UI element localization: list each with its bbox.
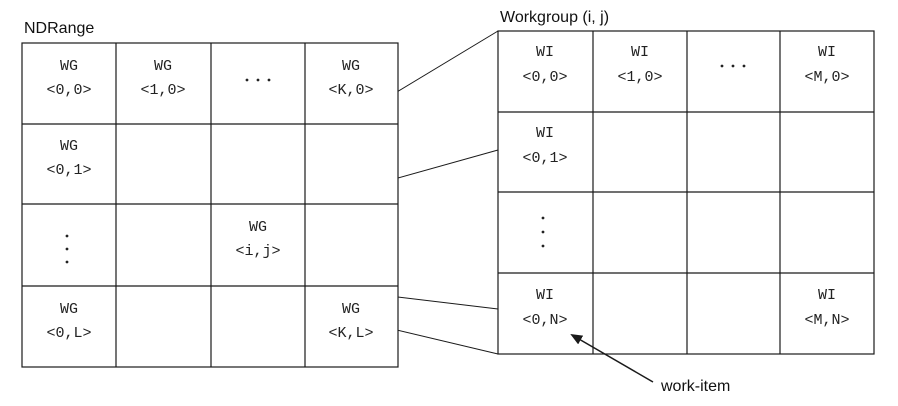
wi-cell-label: WI	[536, 287, 554, 304]
wg-cell-label: WG	[60, 58, 78, 75]
wg-cell-index: <0,1>	[46, 162, 91, 179]
wg-cell-k-0: WG <K,0>	[328, 58, 373, 99]
wi-cell-1-0: WI <1,0>	[617, 44, 662, 86]
wg-cell-0-0: WG <0,0>	[46, 58, 91, 99]
wg-cell-label: WG	[342, 301, 360, 318]
workgroup-col0-ellipsis	[541, 216, 545, 248]
wi-cell-0-n: WI <0,N>	[522, 287, 567, 329]
ndrange-grid: NDRange WG <0,0> WG <1,0> WG <K,0>	[21, 20, 399, 368]
wg-cell-label: WG	[60, 301, 78, 318]
wi-cell-index: <0,N>	[522, 312, 567, 329]
work-item-arrow	[570, 333, 654, 383]
wi-cell-label: WI	[818, 44, 836, 61]
wi-cell-index: <0,1>	[522, 150, 567, 167]
wg-cell-1-0: WG <1,0>	[140, 58, 185, 99]
wg-cell-label: WG	[154, 58, 172, 75]
wg-cell-index: <0,L>	[46, 325, 91, 342]
workgroup-title: Workgroup (i, j)	[500, 9, 609, 26]
wi-cell-index: <1,0>	[617, 69, 662, 86]
work-item-label: work-item	[660, 378, 730, 395]
wi-cell-label: WI	[536, 125, 554, 142]
wi-cell-index: <0,0>	[522, 69, 567, 86]
wg-cell-label: WG	[60, 138, 78, 155]
wg-cell-index: <0,0>	[46, 82, 91, 99]
ndrange-title: NDRange	[24, 20, 94, 37]
wi-cell-index: <M,0>	[804, 69, 849, 86]
wi-cell-label: WI	[818, 287, 836, 304]
wi-cell-0-0: WI <0,0>	[522, 44, 567, 86]
wg-cell-i-j: WG <i,j>	[235, 219, 280, 260]
wg-cell-index: <K,0>	[328, 82, 373, 99]
wg-cell-label: WG	[249, 219, 267, 236]
wi-cell-label: WI	[536, 44, 554, 61]
workgroup-grid: Workgroup (i, j) WI <0,0> WI <1,0> WI <M…	[497, 9, 875, 355]
ndrange-col0-ellipsis	[65, 234, 69, 264]
wg-cell-k-l: WG <K,L>	[328, 301, 373, 342]
wi-cell-m-n: WI <M,N>	[804, 287, 849, 329]
wi-cell-m-0: WI <M,0>	[804, 44, 849, 86]
wg-cell-index: <K,L>	[328, 325, 373, 342]
wg-cell-index: <i,j>	[235, 243, 280, 260]
wi-cell-label: WI	[631, 44, 649, 61]
ndrange-row0-ellipsis	[245, 78, 271, 82]
wi-cell-0-1: WI <0,1>	[522, 125, 567, 167]
workgroup-row0-ellipsis	[720, 64, 746, 68]
ndrange-border	[21, 42, 399, 368]
wi-cell-index: <M,N>	[804, 312, 849, 329]
wg-cell-index: <1,0>	[140, 82, 185, 99]
wg-cell-0-1: WG <0,1>	[46, 138, 91, 179]
work-item-annotation: work-item	[570, 333, 730, 395]
wg-cell-label: WG	[342, 58, 360, 75]
wg-cell-0-l: WG <0,L>	[46, 301, 91, 342]
